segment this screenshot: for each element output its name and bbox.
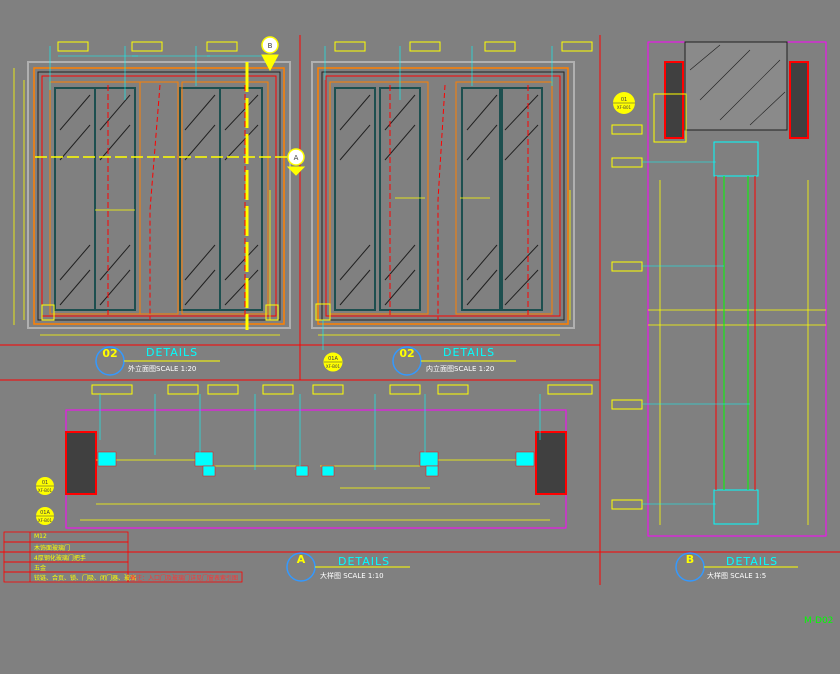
legend-table bbox=[3, 531, 243, 583]
section-marker-a-label: A bbox=[294, 154, 299, 162]
view-caption-plan: 大样图 SCALE 1:10 bbox=[320, 572, 384, 580]
detail-ref-01a-bottom: XF-B01 bbox=[326, 364, 341, 369]
section-marker-b-label: B bbox=[268, 42, 273, 50]
detail-ref-01-top: 01 bbox=[42, 480, 48, 486]
detail-ref-01-bottom: XF-B01 bbox=[38, 488, 53, 493]
legend-row-3: 4厚钢化玻璃门把手 bbox=[34, 555, 86, 562]
legend-row-2: 木饰面玻璃门 bbox=[34, 545, 71, 552]
legend-row-4: 五金 bbox=[34, 565, 47, 572]
detail-ref-01a-top: 01A bbox=[328, 356, 338, 362]
view-number-plan: A bbox=[297, 553, 306, 566]
view-number-interior: 02 bbox=[399, 347, 414, 360]
sheet-number: M-D02 bbox=[804, 616, 834, 626]
detail-ref-01a2-top: 01A bbox=[40, 510, 50, 516]
view-heading-plan: DETAILS bbox=[338, 555, 391, 568]
section-detail-drawing: 01 XF-B01 bbox=[611, 41, 827, 537]
view-caption-interior: 内立面图SCALE 1:20 bbox=[426, 365, 495, 373]
view-number-section: B bbox=[686, 553, 694, 566]
view-caption-exterior: 外立面图SCALE 1:20 bbox=[128, 365, 197, 373]
view-heading-exterior: DETAILS bbox=[146, 346, 199, 359]
view-heading-interior: DETAILS bbox=[443, 346, 496, 359]
legend-row-5: 铰链、合页、锁、门吸、闭门器、玻璃 bbox=[34, 575, 137, 582]
legend-row-1: M12 bbox=[34, 533, 47, 540]
title-markers bbox=[95, 346, 705, 582]
detail-ref-right-top: 01 bbox=[621, 97, 627, 103]
view-heading-section: DETAILS bbox=[726, 555, 779, 568]
plan-detail-drawing: 01 XF-B01 01A XF-B01 bbox=[36, 384, 593, 529]
detail-ref-01a2-bottom: XF-B01 bbox=[38, 518, 53, 523]
view-caption-section: 大样图 SCALE 1:5 bbox=[707, 572, 767, 580]
interior-elevation-drawing: 01A XF-B01 bbox=[311, 41, 593, 372]
view-number-exterior: 02 bbox=[102, 347, 117, 360]
title-underlines bbox=[124, 360, 798, 568]
detail-ref-right-bottom: XF-B01 bbox=[617, 105, 632, 110]
exterior-elevation-drawing: B A bbox=[13, 36, 306, 336]
legend-note: 备注：入口门及玻璃门详见门窗表索引图 bbox=[130, 575, 239, 582]
